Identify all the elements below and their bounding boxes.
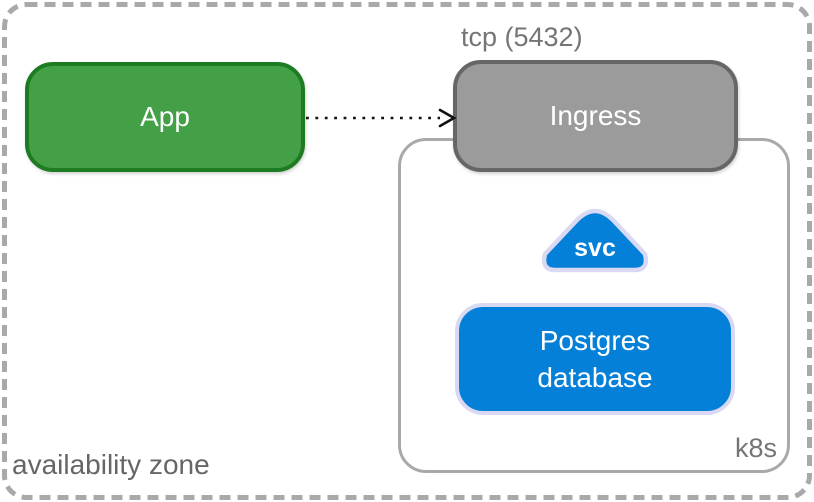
svc-node-shape [541,208,649,273]
postgres-database-label: Postgres database [537,325,653,393]
connection-port-label: tcp (5432) [461,22,583,52]
postgres-database-node: Postgres database [455,303,735,415]
connection-arrow [306,108,457,128]
ingress-node: Ingress [453,60,738,172]
app-node-label: App [140,101,190,132]
ingress-node-label: Ingress [549,100,642,131]
k8s-cluster-label: k8s [734,433,777,463]
app-node: App [25,62,305,172]
availability-zone-label: availability zone [12,449,210,480]
svc-node-label: svc [574,234,616,262]
